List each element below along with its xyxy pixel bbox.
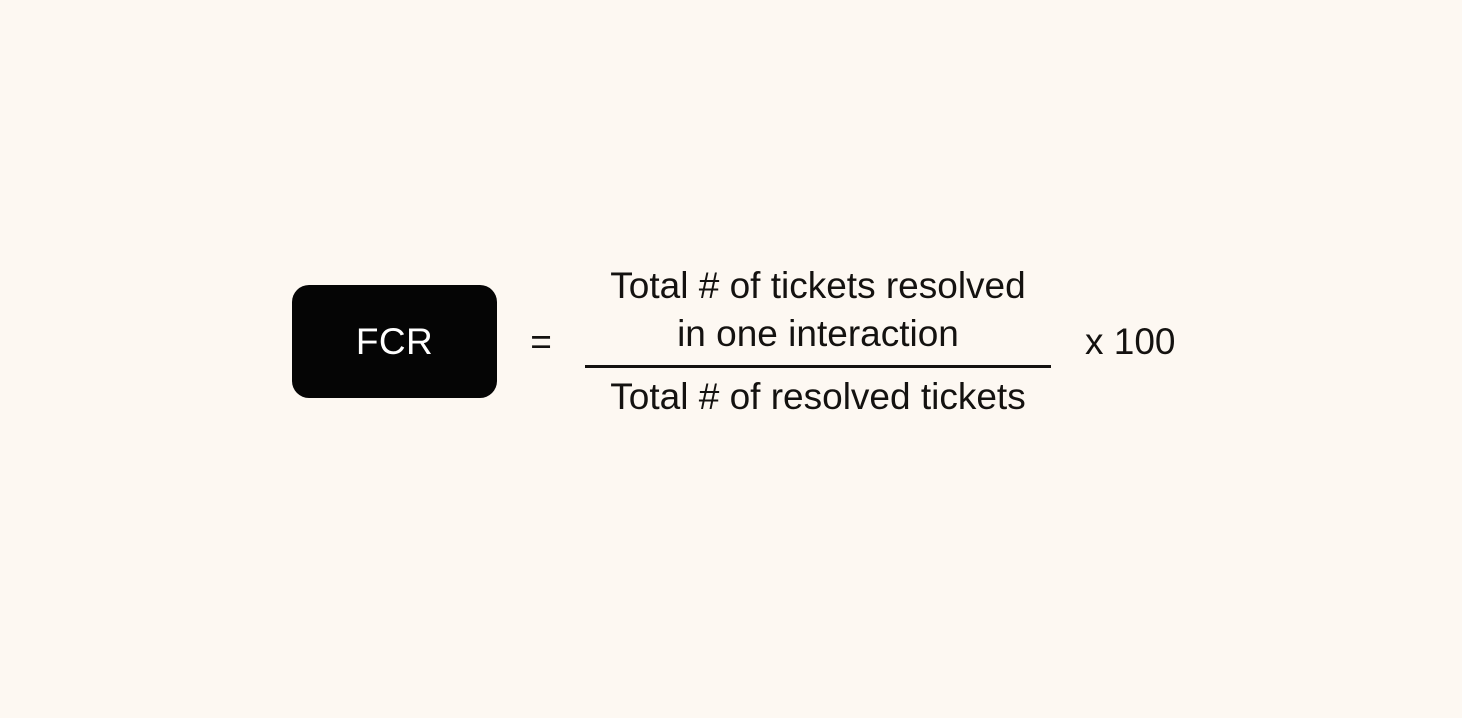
fcr-formula: FCR = Total # of tickets resolved in one…	[292, 262, 1176, 421]
fraction-denominator: Total # of resolved tickets	[610, 376, 1026, 417]
equals-operator: =	[530, 321, 552, 362]
fraction: Total # of tickets resolved in one inter…	[585, 262, 1051, 421]
numerator-line-2: in one interaction	[677, 313, 959, 354]
fraction-numerator: Total # of tickets resolved in one inter…	[610, 262, 1025, 358]
metric-badge-fcr: FCR	[292, 285, 497, 398]
multiplier-label: x 100	[1085, 321, 1176, 362]
fraction-bar	[585, 365, 1051, 368]
numerator-line-1: Total # of tickets resolved	[610, 265, 1026, 306]
metric-badge-label: FCR	[355, 321, 434, 362]
